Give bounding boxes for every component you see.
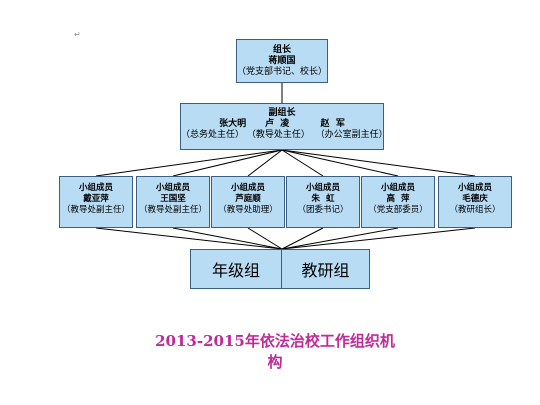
deputy-box: 副组长 张大明 卢 凌 赵 军 （总务处主任） （教导处主任） （办公室副主任） <box>180 103 388 150</box>
paragraph-mark: ↵ <box>74 30 81 39</box>
member-title: 小组成员 <box>78 183 113 193</box>
deputy-roles: （总务处主任） （教导处主任） （办公室副主任） <box>181 130 388 140</box>
member-role: （教研组长） <box>449 205 501 215</box>
leader-role: （党支部书记、校长） <box>237 67 328 77</box>
member-title: 小组成员 <box>230 183 265 193</box>
leader-name: 蒋顺国 <box>268 56 296 66</box>
grade-group-box: 年级组 <box>190 249 282 289</box>
deputy-title: 副组长 <box>268 108 296 118</box>
deputy-names: 张大明 卢 凌 赵 军 <box>219 119 345 129</box>
member-box: 小组成员 朱 虹 （团委书记） <box>286 176 360 228</box>
member-box: 小组成员 高 萍 （党支部委员） <box>361 176 435 228</box>
leader-box: 组长 蒋顺国 （党支部书记、校长） <box>236 39 328 83</box>
member-name: 毛德庆 <box>462 194 488 204</box>
member-role: （教导处副主任） <box>138 205 207 215</box>
member-name: 王国坚 <box>160 194 186 204</box>
member-name: 芦庭顺 <box>235 194 261 204</box>
member-box: 小组成员 王国坚 （教导处副主任） <box>136 176 210 228</box>
member-box: 小组成员 毛德庆 （教研组长） <box>438 176 512 228</box>
member-title: 小组成员 <box>155 183 190 193</box>
member-box: 小组成员 芦庭顺 （教导处助理） <box>211 176 285 228</box>
member-title: 小组成员 <box>380 183 415 193</box>
member-role: （团委书记） <box>297 205 349 215</box>
member-role: （教导处副主任） <box>61 205 130 215</box>
member-name: 高 萍 <box>386 194 410 204</box>
leader-title: 组长 <box>272 45 291 55</box>
member-role: （党支部委员） <box>368 205 428 215</box>
member-box: 小组成员 戴亚萍 （教导处副主任） <box>59 176 133 228</box>
research-group-label: 教研组 <box>301 261 350 280</box>
member-name: 朱 虹 <box>311 194 335 204</box>
member-name: 戴亚萍 <box>83 194 109 204</box>
research-group-box: 教研组 <box>281 249 370 289</box>
member-role: （教导处助理） <box>218 205 278 215</box>
diagram-title: 2013-2015年依法治校工作组织机构 <box>155 332 395 371</box>
member-title: 小组成员 <box>457 183 492 193</box>
member-title: 小组成员 <box>305 183 340 193</box>
grade-group-label: 年级组 <box>211 261 260 280</box>
